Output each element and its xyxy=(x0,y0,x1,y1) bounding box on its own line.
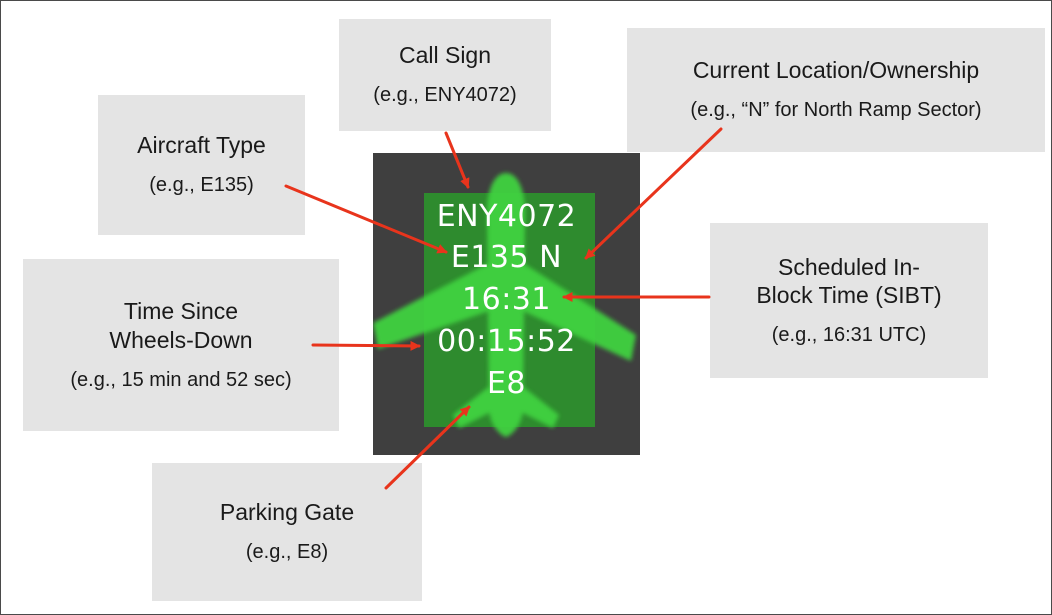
callout-parking-gate: Parking Gate (e.g., E8) xyxy=(152,463,422,601)
callout-time-since-wheels-down: Time Since Wheels-Down (e.g., 15 min and… xyxy=(23,259,339,431)
callout-current-location-title: Current Location/Ownership xyxy=(692,56,980,83)
callout-time-since-wheels-down-title-1: Time Since xyxy=(123,298,239,325)
callout-aircraft-type-title: Aircraft Type xyxy=(137,131,266,158)
callout-scheduled-in-block: Scheduled In- Block Time (SIBT) (e.g., 1… xyxy=(710,223,988,378)
callout-call-sign-title: Call Sign xyxy=(398,41,492,68)
callout-call-sign: Call Sign (e.g., ENY4072) xyxy=(339,19,551,131)
tag-call-sign: ENY4072 xyxy=(436,199,577,234)
callout-scheduled-in-block-title-1: Scheduled In- xyxy=(778,253,920,280)
tag-time-since-wheels-down: 00:15:52 xyxy=(437,324,576,359)
tag-sibt: 16:31 xyxy=(462,282,551,317)
callout-time-since-wheels-down-title-2: Wheels-Down xyxy=(109,326,253,353)
callout-parking-gate-example: (e.g., E8) xyxy=(245,541,329,564)
callout-time-since-wheels-down-example: (e.g., 15 min and 52 sec) xyxy=(70,368,292,391)
aircraft-icon xyxy=(373,173,636,437)
callout-call-sign-example: (e.g., ENY4072) xyxy=(373,84,517,107)
callout-parking-gate-title: Parking Gate xyxy=(219,498,355,525)
callout-aircraft-type-example: (e.g., E135) xyxy=(149,174,254,197)
callout-current-location: Current Location/Ownership (e.g., “N” fo… xyxy=(627,28,1045,152)
callout-aircraft-type: Aircraft Type (e.g., E135) xyxy=(98,95,305,235)
tag-gate: E8 xyxy=(486,366,527,401)
callout-scheduled-in-block-example: (e.g., 16:31 UTC) xyxy=(771,324,927,347)
callout-current-location-example: (e.g., “N” for North Ramp Sector) xyxy=(690,99,982,122)
callout-scheduled-in-block-title-2: Block Time (SIBT) xyxy=(756,282,942,308)
tag-type-and-location: E135 N xyxy=(450,240,563,275)
